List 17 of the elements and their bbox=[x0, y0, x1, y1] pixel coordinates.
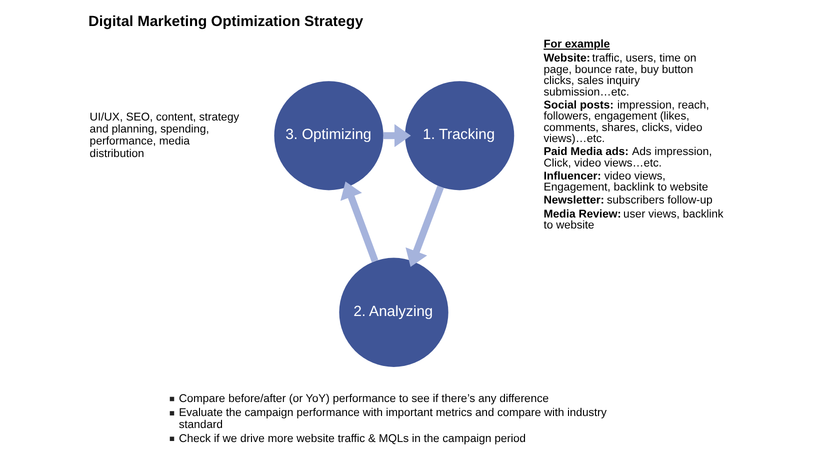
node-label: Paid Media ads: Ads impression, Click, video views…etc. bbox=[544, 146, 712, 170]
arrow bbox=[383, 124, 411, 148]
node-circle: 3. Optimizing bbox=[274, 81, 384, 190]
node-circle: 1. Tracking bbox=[405, 81, 514, 190]
arrow bbox=[406, 186, 444, 267]
node-label: Newsletter: subscribers follow-up bbox=[544, 194, 713, 207]
node-label: UI/UX, SEO, content, strategy and planning, spending, performance, media distribution bbox=[90, 111, 240, 160]
arrow bbox=[340, 181, 378, 262]
node-label: Media Review: user views, backlink to website bbox=[544, 208, 724, 232]
node-label: Check if we drive more website traffic & MQLs in the campaign period bbox=[178, 432, 526, 445]
node-circle: 2. Analyzing bbox=[339, 258, 448, 367]
node-label: Social posts: impression, reach, followers, engagement (likes, comments, shares, clicks, video views)…etc. bbox=[544, 99, 710, 146]
diagram-title: Digital Marketing Optimization Strategy bbox=[88, 14, 364, 30]
node-label: For example bbox=[544, 38, 610, 51]
node-label: Website: traffic, users, time on page, bounce rate, buy button clicks, sales inquiry submission…etc. bbox=[544, 52, 696, 98]
node-label: Compare before/after (or YoY) performance to see if there’s any difference bbox=[178, 392, 549, 405]
node-label: Evaluate the campaign performance with important metrics and compare with industry standard bbox=[178, 406, 607, 431]
